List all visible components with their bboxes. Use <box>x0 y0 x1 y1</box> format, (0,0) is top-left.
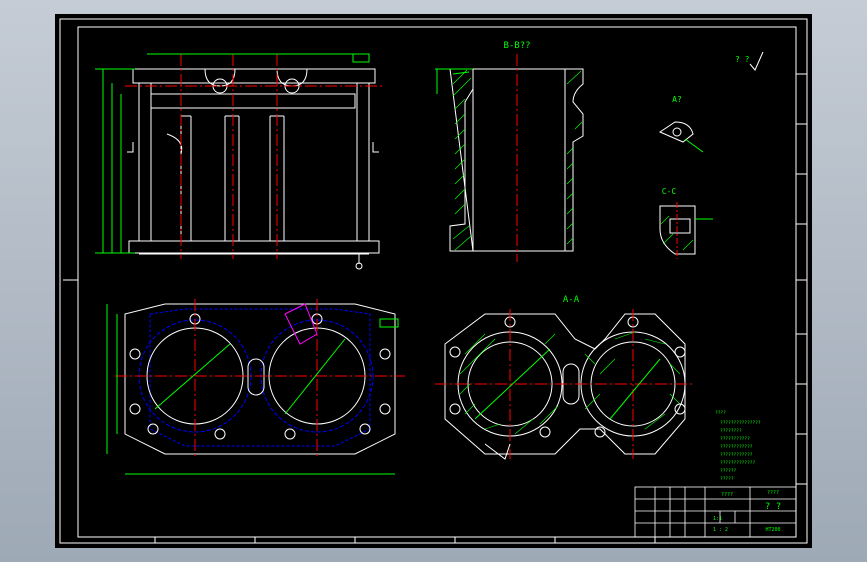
border-ticks-right <box>154 73 807 543</box>
title-scale: 1:1 <box>713 516 722 522</box>
title-part-name: ? ? <box>765 502 781 512</box>
title-block <box>634 486 797 538</box>
title-drawing-no: ???? <box>721 492 733 498</box>
detail-a-title: A? <box>672 95 682 104</box>
section-aa <box>435 309 695 460</box>
svg-text:?????????????: ????????????? <box>720 460 756 466</box>
svg-text:????????????: ???????????? <box>720 444 753 450</box>
section-bb <box>435 54 584 262</box>
technical-notes: ???? ??????????????? ???????? ??????????… <box>715 410 761 482</box>
section-cc-title: C-C <box>662 187 677 196</box>
title-sheet: 1 : 2 <box>713 527 728 533</box>
section-cc <box>659 202 713 259</box>
top-view <box>106 299 405 475</box>
svg-text:????????????: ???????????? <box>720 452 753 458</box>
roughness-note: ? ? <box>735 55 750 64</box>
section-aa-title: A-A <box>563 295 580 305</box>
cad-viewport[interactable]: B-B?? A? C-C ? ? <box>55 14 812 548</box>
detail-a <box>658 121 704 153</box>
sheet-border-outer <box>59 18 808 544</box>
svg-text:??????: ?????? <box>720 468 737 474</box>
svg-text:?????: ????? <box>720 476 734 482</box>
svg-text:???????????????: ??????????????? <box>720 420 761 426</box>
sheet-border-inner <box>77 26 797 538</box>
svg-text:???????????: ??????????? <box>720 436 750 442</box>
title-company: ???? <box>767 490 779 496</box>
svg-text:????????: ???????? <box>720 428 742 434</box>
svg-text:????: ???? <box>715 410 726 416</box>
drawing-sheet: B-B?? A? C-C ? ? <box>59 18 808 544</box>
section-bb-title: B-B?? <box>503 41 530 51</box>
front-view <box>95 53 383 270</box>
title-material: HT200 <box>765 527 780 533</box>
